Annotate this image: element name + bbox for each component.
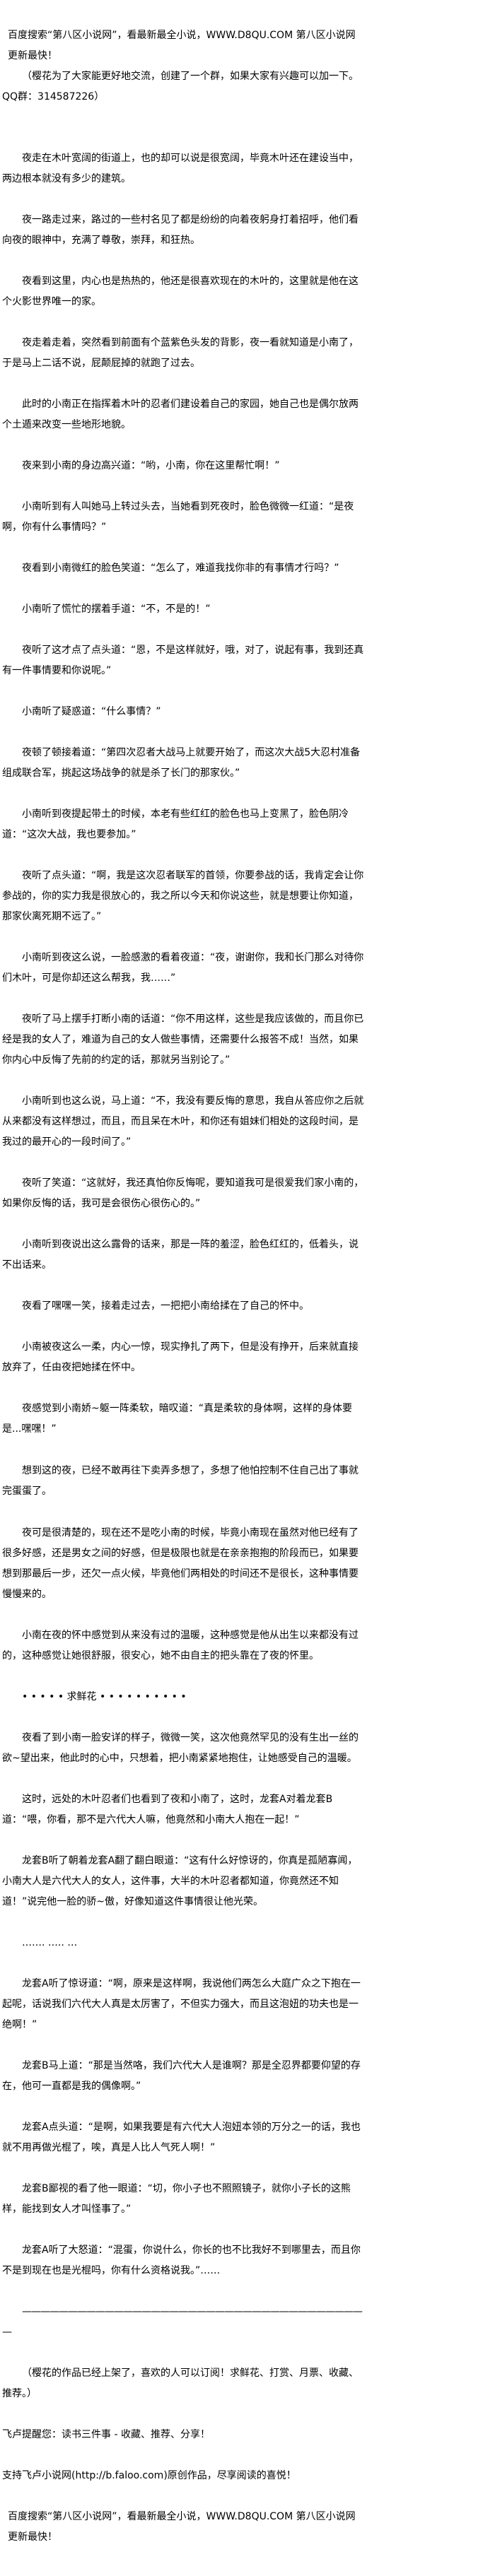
story-paragraph: 夜看了到小南一脸安详的样子，微微一笑，这次他竟然罕见的没有生出一丝的欲~望出来，… [2,1732,359,1764]
qq-group-note: （樱花为了大家能更好地交流，创建了一个群，如果大家有兴趣可以加一下。QQ群：31… [2,71,359,102]
faloo-reminder: 飞卢提醒您：读书三件事 - 收藏、推荐、分享！ [2,2429,210,2440]
story-paragraph: ……. ….. … [22,1937,78,1948]
story-paragraph: 夜顿了顿接着道：“第四次忍者大战马上就要开始了，而这次大战5大忍村准备组成联合军… [2,747,361,779]
story-paragraph: 夜听了这才点了点头道：“恩，不是这样就好，哦，对了，说起有事，我到还真有一件事情… [2,645,364,676]
story-paragraph: 小南听到也这么说，马上道：“不，我没有要反悔的意思，我自从答应你之后就从来都没有… [2,1095,364,1148]
story-paragraph: 夜来到小南的身边高兴道：“哟，小南，你在这里帮忙啊！” [22,460,280,471]
story-paragraph: 小南被夜这么一柔，内心一惊，现实挣扎了两下，但是没有挣开，后来就直接放弃了，任由… [2,1341,359,1373]
site-banner-bottom: 百度搜索“第八区小说网”，看最新最全小说，WWW.D8QU.COM 第八区小说网… [8,2511,356,2543]
story-paragraph: 夜看到小南微红的脸色笑道：“怎么了，难道我找你非的有事情才行吗？” [22,563,339,574]
story-paragraph: 夜听了笑道：“这就好，我还真怕你反悔呢，要知道我可是很爱我们家小南的，如果你反悔… [2,1177,364,1209]
story-paragraph: 夜可是很清楚的，现在还不是吃小南的时候，毕竟小南现在虽然对他已经有了很多好感，还… [2,1527,359,1600]
story-paragraph: 龙套A听了惊讶道：“啊，原来是这样啊，我说他们两怎么大庭广众之下抱在一起呢，话说… [2,1978,361,2030]
story-paragraph: 夜走在木叶宽阔的街道上，也的却可以说是很宽阔，毕竟木叶还在建设当中，两边根本就没… [2,153,359,184]
chapter-body: 夜走在木叶宽阔的街道上，也的却可以说是很宽阔，毕竟木叶还在建设当中，两边根本就没… [2,148,364,2281]
story-paragraph: 夜听了马上摆手打断小南的话道：“你不用这样，这些是我应该做的，而且你已经是我的女… [2,1013,364,1066]
story-paragraph: 夜感觉到小南娇~躯一阵柔软，暗叹道：“真是柔软的身体啊，这样的身体要是...嘿嘿… [2,1403,352,1435]
separator-line: —————————————————————————————————————— [2,2306,363,2338]
story-paragraph: 小南听到夜提起带土的时候，本老有些红红的脸色也马上变黑了，脸色阴冷道：“这次大战… [2,808,349,840]
story-paragraph: 小南在夜的怀中感觉到从来没有过的温暖，这种感觉是他从出生以来都没有过的，这种感觉… [2,1630,359,1662]
story-paragraph: 夜一路走过来，路过的一些村名见了都是纷纷的向着夜躬身打着招呼，他们看向夜的眼神中… [2,214,359,246]
story-paragraph: 此时的小南正在指挥着木叶的忍者们建设着自己的家园，她自己也是偶尔放两个土遁来改变… [2,399,359,430]
story-paragraph: • • • • • 求鲜花 • • • • • • • • • • [22,1691,187,1702]
story-paragraph: 夜看了嘿嘿一笑，接着走过去，一把把小南给揉在了自己的怀中。 [22,1300,309,1312]
story-paragraph: 小南听到夜这么说，一脸感激的看着夜道：“夜，谢谢你，我和长门那么对待你们木叶，可… [2,952,364,984]
story-paragraph: 小南听了疑惑道：“什么事情？” [22,706,161,717]
story-paragraph: 龙套A点头道：“是啊，如果我要是有六代大人泡妞本领的万分之一的话，我也就不用再做… [2,2122,361,2153]
author-note: （樱花的作品已经上架了，喜欢的人可以订阅！求鲜花、打赏、月票、收藏、推荐。） [2,2368,359,2399]
story-paragraph: 想到这的夜，已经不敢再往下卖弄多想了，多想了他怕控制不住自己出了事就完蛋蛋了。 [2,1465,359,1497]
story-paragraph: 夜看到这里，内心也是热热的，他还是很喜欢现在的木叶的，这里就是他在这个火影世界唯… [2,276,359,307]
story-paragraph: 小南听到夜说出这么露骨的话来，那是一阵的羞涩，脸色红红的，低着头，说不出话来。 [2,1239,359,1271]
site-banner-top: 百度搜索“第八区小说网”，看最新最全小说，WWW.D8QU.COM 第八区小说网… [8,30,356,61]
story-paragraph: 小南听了慌忙的摆着手道：“不，不是的！” [22,604,211,615]
story-paragraph: 夜听了点头道：“啊，我是这次忍者联军的首领，你要参战的话，我肯定会让你参战的，你… [2,870,364,922]
story-paragraph: 龙套B鄙视的看了他一眼道：“切，你小子也不照照镜子，就你小子长的这熊样，能找到女… [2,2183,351,2215]
story-paragraph: 龙套B听了朝着龙套A翻了翻白眼道：“这有什么好惊讶的，你真是孤陋寡闻，小南大人是… [2,1855,358,1907]
faloo-support-link[interactable]: 支持飞卢小说网(http://b.faloo.com)原创作品，尽享阅读的喜悦！ [2,2470,296,2481]
story-paragraph: 龙套B马上道：“那是当然咯，我们六代大人是谁啊？那是全忍界都要仰望的存在，他可一… [2,2060,361,2092]
story-paragraph: 小南听到有人叫她马上转过头去，当她看到死夜时，脸色微微一红道：“是夜啊，你有什么… [2,501,354,533]
chapter-page: 百度搜索“第八区小说网”，看最新最全小说，WWW.D8QU.COM 第八区小说网… [2,30,364,2543]
story-paragraph: 夜走着走着，突然看到前面有个蓝紫色头发的背影，夜一看就知道是小南了，于是马上二话… [2,337,359,369]
story-paragraph: 这时，远处的木叶忍者们也看到了夜和小南了，这时，龙套A对着龙套B道：“喂，你看，… [2,1794,333,1825]
story-paragraph: 龙套A听了大怒道：“混蛋，你说什么，你长的也不比我好不到哪里去，而且你不是到现在… [2,2245,361,2276]
